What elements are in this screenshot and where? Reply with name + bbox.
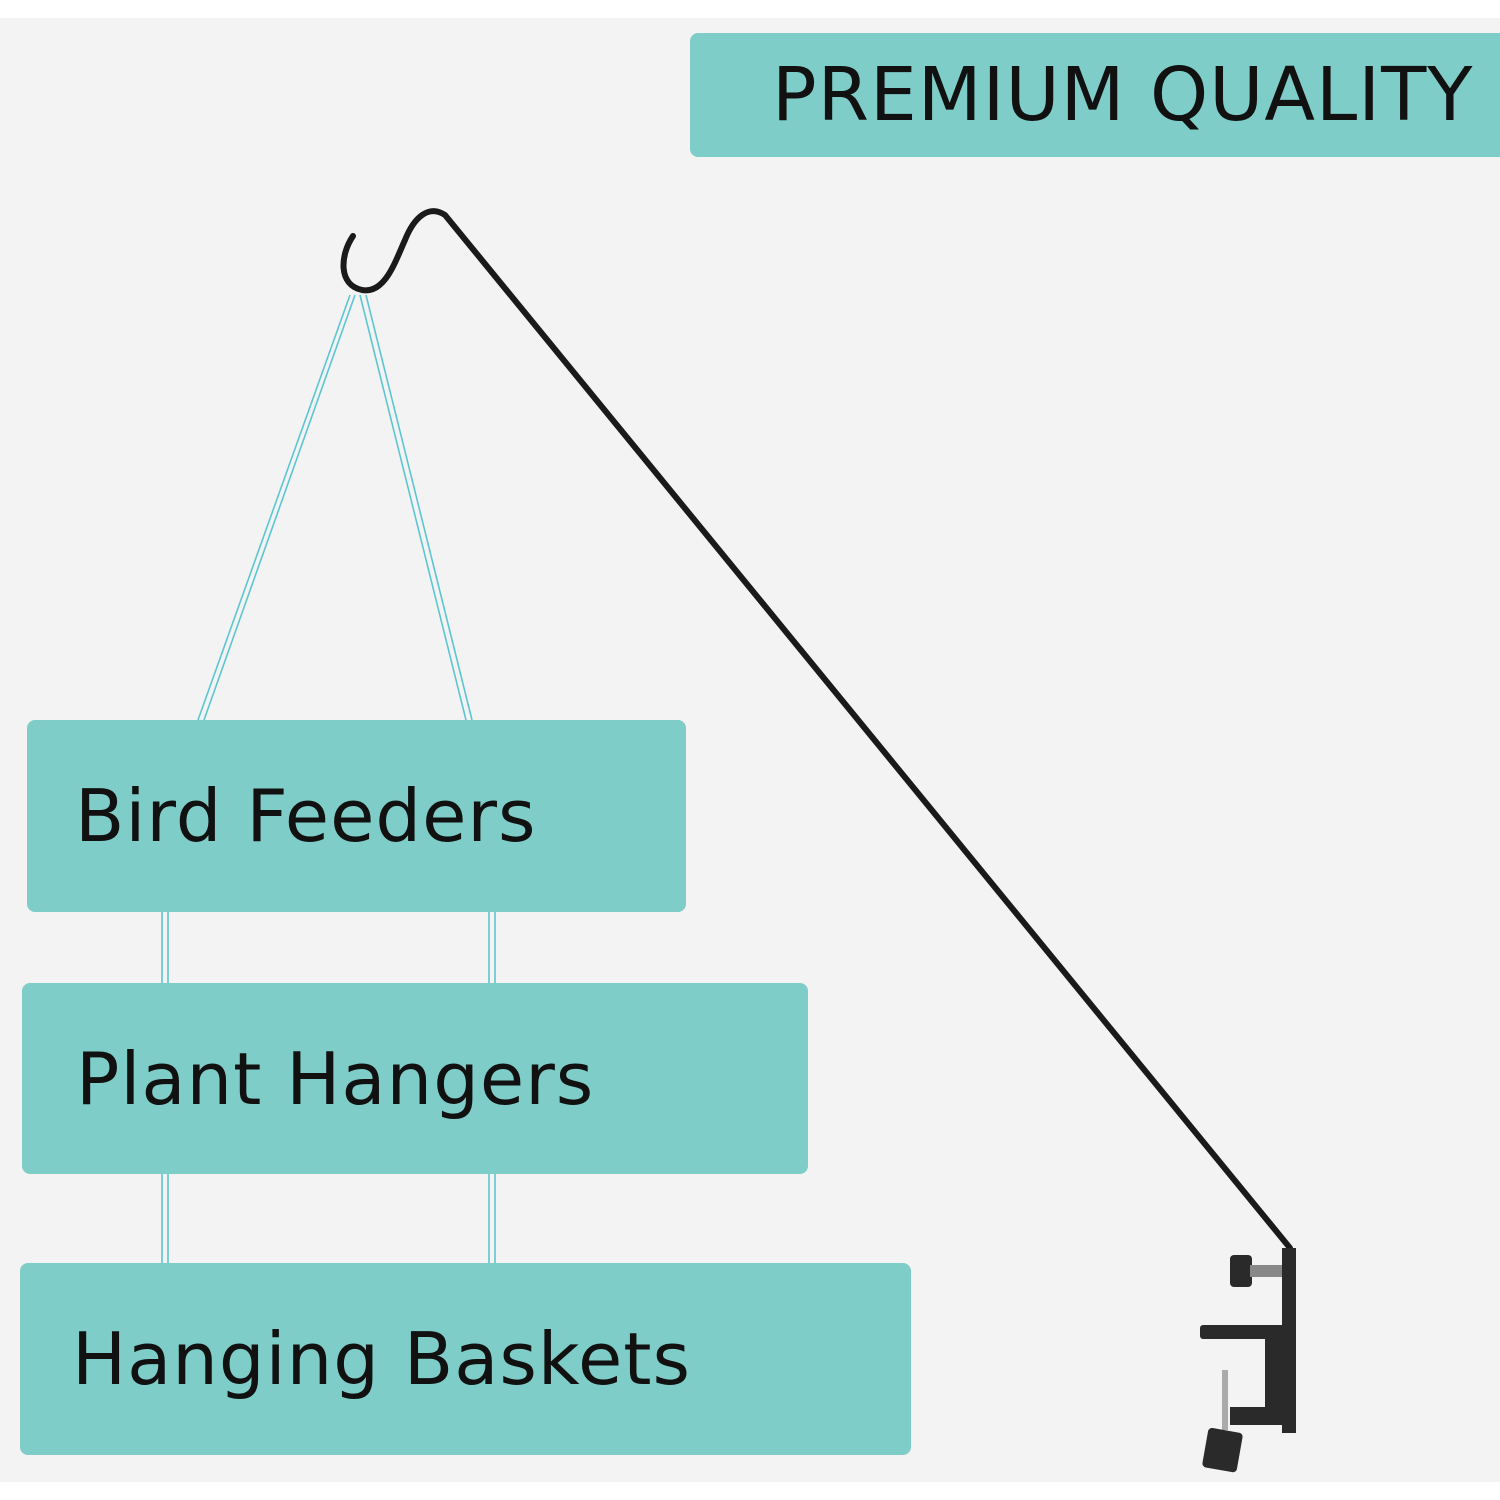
- hook-rod: [340, 208, 1295, 1433]
- use-label-bird-feeders: Bird Feeders: [27, 720, 686, 912]
- use-label-text: Hanging Baskets: [72, 1317, 692, 1401]
- clamp: [1200, 1248, 1296, 1473]
- banner-text: PREMIUM QUALITY: [772, 52, 1474, 138]
- hanging-strings: [161, 294, 496, 1263]
- premium-quality-banner: PREMIUM QUALITY: [690, 33, 1500, 157]
- use-label-text: Plant Hangers: [76, 1036, 595, 1121]
- use-label-plant-hangers: Plant Hangers: [22, 983, 808, 1174]
- use-label-hanging-baskets: Hanging Baskets: [20, 1263, 911, 1455]
- use-label-text: Bird Feeders: [75, 774, 537, 858]
